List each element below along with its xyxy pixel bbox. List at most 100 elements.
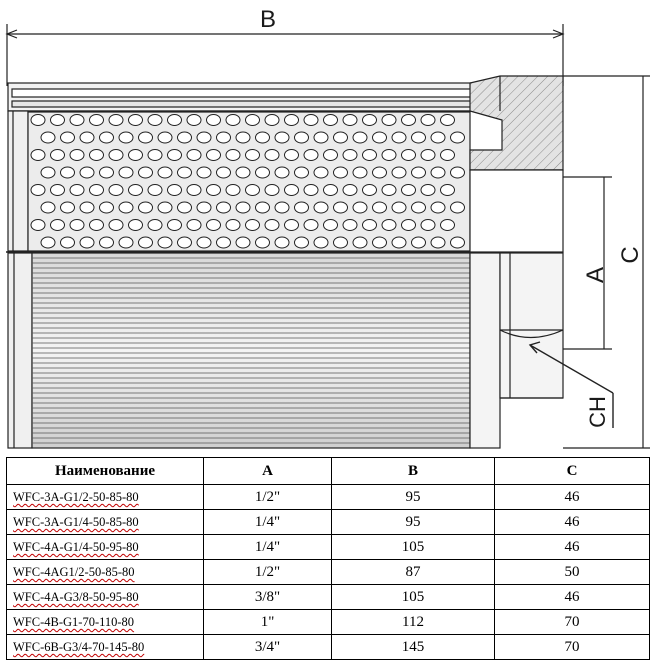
mesh-hole: [323, 114, 338, 126]
mesh-hole: [430, 236, 446, 249]
mesh-hole: [206, 219, 221, 231]
mesh-hole: [342, 114, 358, 126]
mesh-hole: [40, 131, 56, 144]
pleated-cylinder: [31, 252, 471, 449]
mesh-hole: [157, 166, 173, 179]
mesh-hole: [411, 201, 426, 214]
mesh-hole: [40, 166, 56, 179]
mesh-hole: [303, 219, 319, 231]
mesh-hole: [99, 236, 114, 249]
mesh-hole: [186, 114, 202, 126]
mesh-hole: [118, 201, 134, 214]
filter-technical-drawing: B A: [5, 6, 650, 449]
dimension-c: [563, 75, 650, 449]
mesh-hole: [381, 114, 397, 126]
left-end-cap: [7, 110, 33, 449]
mesh-hole: [235, 201, 251, 214]
mesh-hole: [118, 236, 134, 249]
mesh-hole: [411, 166, 426, 179]
mesh-hole: [167, 219, 182, 231]
mesh-hole: [128, 219, 143, 231]
mesh-hole: [333, 131, 348, 144]
mesh-hole: [118, 166, 134, 179]
dimension-b: [5, 24, 565, 86]
mesh-hole: [128, 149, 143, 161]
mesh-hole: [245, 149, 260, 161]
mesh-hole: [333, 236, 348, 249]
mesh-hole: [30, 219, 46, 231]
mesh-hole: [128, 184, 143, 196]
mesh-hole: [206, 114, 221, 126]
mesh-hole: [99, 201, 114, 214]
mesh-hole: [216, 131, 231, 144]
header-a: A: [203, 457, 332, 485]
mesh-hole: [235, 236, 251, 249]
mesh-hole: [138, 201, 153, 214]
mesh-hole: [450, 236, 465, 249]
mesh-hole: [167, 114, 182, 126]
mesh-hole: [177, 236, 192, 249]
mesh-hole: [333, 166, 348, 179]
mesh-hole: [50, 184, 65, 196]
b-cell: 112: [331, 609, 495, 635]
model-name: WFC-4B-G1-70-110-80: [13, 615, 135, 629]
mesh-hole: [30, 184, 46, 196]
mesh-hole: [391, 131, 407, 144]
model-name-cell: WFC-4AG1/2-50-85-80: [6, 559, 204, 585]
b-cell: 105: [331, 584, 495, 610]
b-cell: 95: [331, 484, 495, 510]
mesh-hole: [420, 149, 436, 161]
mesh-hole: [69, 149, 85, 161]
mesh-hole: [196, 201, 212, 214]
mesh-hole: [294, 236, 309, 249]
mesh-hole: [99, 166, 114, 179]
mesh-hole: [79, 236, 95, 249]
mesh-hole: [303, 184, 319, 196]
mesh-hole: [362, 149, 377, 161]
cylinder-pleat-lines: [32, 257, 470, 444]
mesh-hole: [255, 166, 270, 179]
mesh-hole: [60, 131, 75, 144]
a-cell: 1/4": [203, 509, 332, 535]
mesh-hole: [216, 201, 231, 214]
mesh-hole: [342, 219, 358, 231]
mesh-hole: [108, 219, 124, 231]
top-rim: [7, 82, 501, 112]
mesh-hole: [391, 236, 407, 249]
mesh-hole: [401, 184, 416, 196]
header-c: C: [494, 457, 650, 485]
mesh-hole: [430, 131, 446, 144]
mesh-hole: [303, 114, 319, 126]
c-cell: 50: [494, 559, 650, 585]
mesh-hole: [381, 149, 397, 161]
mesh-hole: [108, 114, 124, 126]
mesh-hole: [138, 131, 153, 144]
mesh-hole: [342, 184, 358, 196]
model-name: WFC-3A-G1/4-50-85-80: [13, 515, 139, 529]
dimension-ch-leader: [528, 341, 614, 428]
mesh-hole: [440, 184, 455, 196]
mesh-hole: [69, 219, 85, 231]
a-cell: 1/2": [203, 559, 332, 585]
model-name: WFC-4AG1/2-50-85-80: [13, 565, 135, 579]
mesh-hole: [430, 201, 446, 214]
mesh-hole: [138, 236, 153, 249]
header-name: Наименование: [6, 457, 204, 485]
model-name-cell: WFC-3A-G1/4-50-85-80: [6, 509, 204, 535]
mesh-hole: [362, 114, 377, 126]
mesh-hole: [352, 201, 368, 214]
mesh-hole: [177, 201, 192, 214]
mesh-hole: [177, 131, 192, 144]
mesh-hole: [245, 219, 260, 231]
mesh-hole: [157, 131, 173, 144]
model-name-cell: WFC-3A-G1/2-50-85-80: [6, 484, 204, 510]
mesh-hole: [245, 114, 260, 126]
mesh-hole: [313, 236, 329, 249]
mesh-hole: [401, 114, 416, 126]
mesh-hole: [264, 114, 280, 126]
mesh-hole: [284, 219, 299, 231]
table-header-row: Наименование A B C: [6, 457, 650, 485]
